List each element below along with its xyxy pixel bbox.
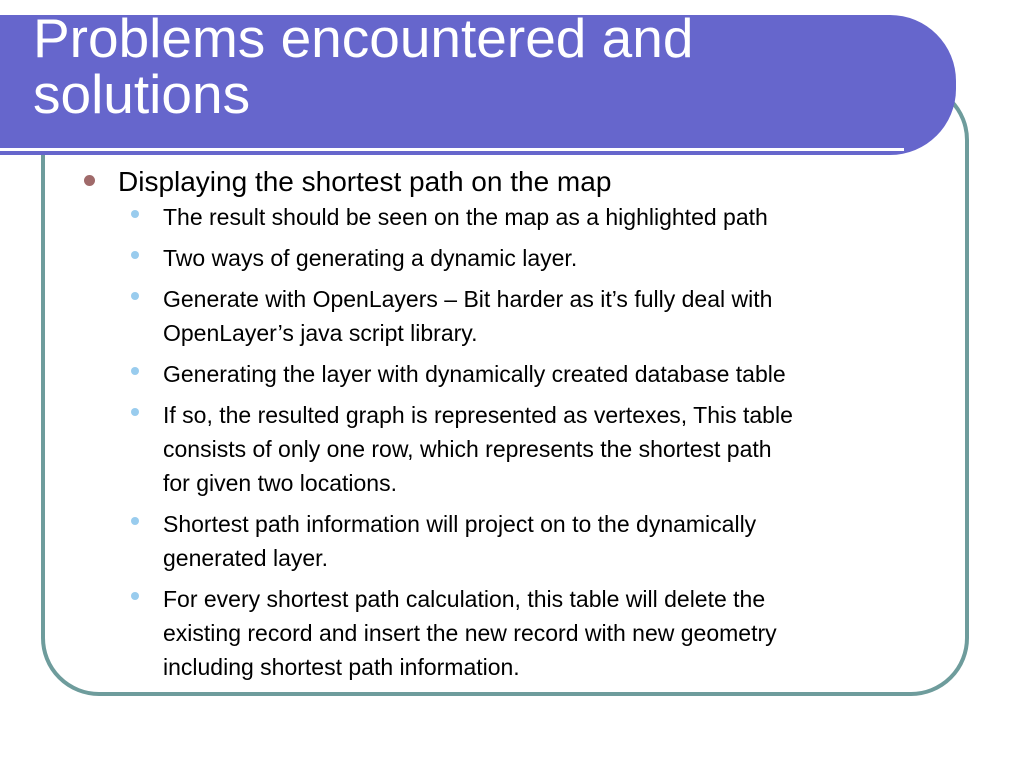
sub-bullet-dot-icon bbox=[131, 292, 139, 300]
bullet-dot-icon bbox=[84, 175, 95, 186]
sub-bullet-dot-icon bbox=[131, 408, 139, 416]
sub-bullet-dot-icon bbox=[131, 367, 139, 375]
content-frame bbox=[41, 82, 969, 696]
sub-bullet-text: For every shortest path calculation, thi… bbox=[163, 586, 777, 680]
sub-bullet-dot-icon bbox=[131, 251, 139, 259]
sub-bullet-text: If so, the resulted graph is represented… bbox=[163, 402, 793, 496]
sub-bullet-text: Shortest path information will project o… bbox=[163, 511, 757, 571]
sub-bullet-text: The result should be seen on the map as … bbox=[163, 204, 768, 230]
sub-bullet-text: Generating the layer with dynamically cr… bbox=[163, 361, 786, 387]
title-underline bbox=[0, 148, 904, 151]
sub-bullet-dot-icon bbox=[131, 592, 139, 600]
sub-bullet-text: Generate with OpenLayers – Bit harder as… bbox=[163, 286, 773, 346]
slide-title: Problems encountered and solutions bbox=[33, 7, 694, 125]
sub-bullet-dot-icon bbox=[131, 210, 139, 218]
sub-bullet-dot-icon bbox=[131, 517, 139, 525]
title-bar bbox=[0, 15, 956, 155]
sub-bullet-text: Two ways of generating a dynamic layer. bbox=[163, 245, 578, 271]
main-bullet-text: Displaying the shortest path on the map bbox=[118, 166, 612, 197]
